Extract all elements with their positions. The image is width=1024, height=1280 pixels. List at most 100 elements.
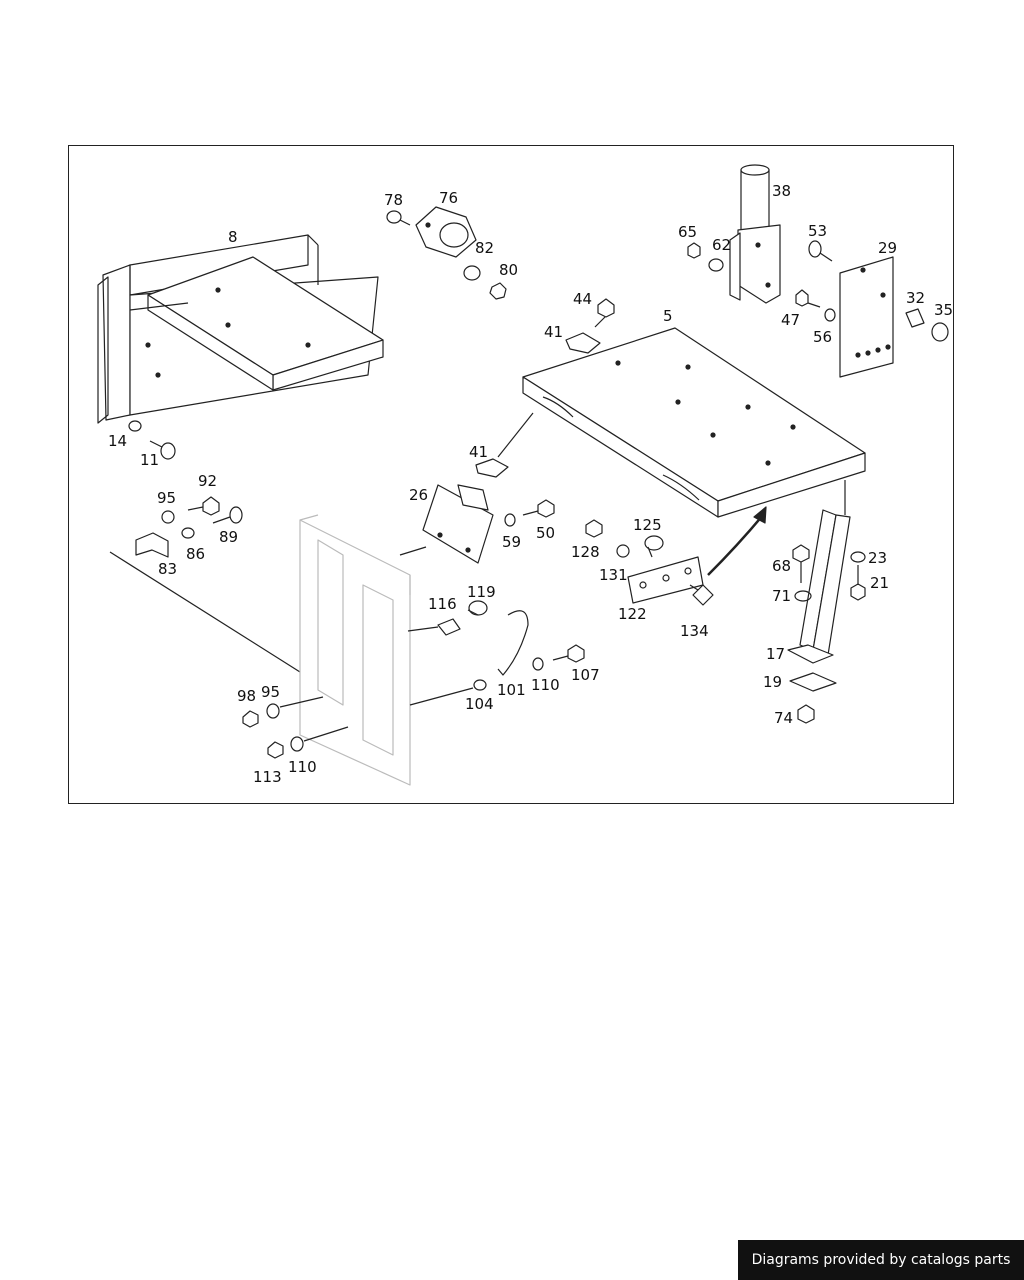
exploded-parts-diagram: 8 78 76 82 80 38 65 62 53 29 44 5 41 47 … xyxy=(97,164,953,786)
label-part-56: 56 xyxy=(813,328,832,346)
label-part-41-top: 41 xyxy=(544,323,563,341)
label-part-107: 107 xyxy=(571,666,600,684)
label-part-62: 62 xyxy=(712,236,731,254)
part-116-bracket xyxy=(437,618,461,636)
part-86-spacer xyxy=(181,527,195,539)
part-29-mounting-plate xyxy=(839,256,894,378)
part-23-washer xyxy=(850,551,866,563)
part-number-labels: 8 78 76 82 80 38 65 62 53 29 44 5 41 47 … xyxy=(108,182,953,786)
footer-credit: Diagrams provided by catalogs parts xyxy=(738,1240,1024,1280)
part-95-washer-upper xyxy=(161,510,175,524)
label-part-71: 71 xyxy=(772,587,791,605)
part-44-bolt xyxy=(594,298,615,328)
part-92-bolt xyxy=(187,496,220,516)
part-76-flange-bearing xyxy=(415,206,477,258)
part-17-support-leg xyxy=(787,480,851,664)
part-134-wing-nut xyxy=(689,584,714,606)
part-14-washer xyxy=(128,420,142,432)
label-part-119: 119 xyxy=(467,583,496,601)
part-38-tube-bracket xyxy=(729,164,781,304)
label-part-23: 23 xyxy=(868,549,887,567)
part-119-pin xyxy=(467,600,488,616)
part-110-washer-upper xyxy=(532,657,544,671)
label-part-78: 78 xyxy=(384,191,403,209)
label-part-113: 113 xyxy=(253,768,282,786)
label-part-128: 128 xyxy=(571,543,600,561)
label-part-17: 17 xyxy=(766,645,785,663)
label-part-122: 122 xyxy=(618,605,647,623)
part-68-bolt xyxy=(792,544,810,583)
part-101-latch xyxy=(497,610,529,676)
part-83-clip xyxy=(135,532,169,558)
part-41-clamp-top xyxy=(565,332,601,354)
part-62-washer xyxy=(708,258,724,272)
part-107-bolt xyxy=(552,644,585,663)
part-32-bushing xyxy=(905,308,925,328)
label-part-41-bottom: 41 xyxy=(469,443,488,461)
label-part-44: 44 xyxy=(573,290,592,308)
part-95-washer-lower xyxy=(266,703,280,719)
label-part-74: 74 xyxy=(774,709,793,727)
part-26-angle-bracket xyxy=(422,484,494,564)
label-part-35: 35 xyxy=(934,301,953,319)
part-47-bolt xyxy=(795,289,821,308)
label-part-47: 47 xyxy=(781,311,800,329)
part-5-table-top xyxy=(522,327,866,518)
label-part-38: 38 xyxy=(772,182,791,200)
part-41-clamp-bottom xyxy=(475,458,509,478)
label-part-59: 59 xyxy=(502,533,521,551)
label-part-50: 50 xyxy=(536,524,555,542)
label-part-86: 86 xyxy=(186,545,205,563)
label-part-104: 104 xyxy=(465,695,494,713)
part-19-plate xyxy=(789,672,837,692)
label-part-116: 116 xyxy=(428,595,457,613)
label-part-14: 14 xyxy=(108,432,127,450)
part-128-bolt xyxy=(585,519,603,538)
label-part-8: 8 xyxy=(228,228,238,246)
part-113-nut xyxy=(267,741,284,759)
part-80-nut xyxy=(489,282,507,300)
part-65-nut xyxy=(687,242,701,259)
label-part-5: 5 xyxy=(663,307,673,325)
arrow-indicator xyxy=(707,514,764,576)
label-part-68: 68 xyxy=(772,557,791,575)
part-59-washer xyxy=(504,513,516,527)
part-8-left-platform-bracket xyxy=(97,234,384,424)
part-110-washer-lower xyxy=(290,736,304,752)
part-82-washer xyxy=(463,265,481,281)
part-131-washer xyxy=(616,544,630,558)
label-part-26: 26 xyxy=(409,486,428,504)
part-71-washer xyxy=(794,590,812,602)
label-part-134: 134 xyxy=(680,622,709,640)
label-part-110-lower: 110 xyxy=(288,758,317,776)
label-part-19: 19 xyxy=(763,673,782,691)
label-part-83: 83 xyxy=(158,560,177,578)
label-part-92: 92 xyxy=(198,472,217,490)
faded-mounting-panel xyxy=(299,514,411,786)
label-part-76: 76 xyxy=(439,189,458,207)
label-part-32: 32 xyxy=(906,289,925,307)
part-89-bolt xyxy=(212,506,243,524)
part-125-pin xyxy=(644,535,664,558)
label-part-21: 21 xyxy=(870,574,889,592)
part-98-nut xyxy=(242,710,259,728)
part-56-washer xyxy=(824,308,836,322)
part-21-bolt xyxy=(850,565,866,601)
label-part-53: 53 xyxy=(808,222,827,240)
label-part-89: 89 xyxy=(219,528,238,546)
label-part-125: 125 xyxy=(633,516,662,534)
part-50-bolt xyxy=(522,499,555,518)
label-part-110-upper: 110 xyxy=(531,676,560,694)
part-78-bolt xyxy=(386,210,411,226)
part-122-strap xyxy=(627,556,704,604)
label-part-82: 82 xyxy=(475,239,494,257)
label-part-131: 131 xyxy=(599,566,628,584)
part-104-spacer xyxy=(473,679,487,691)
label-part-95-upper: 95 xyxy=(157,489,176,507)
part-11-bolt xyxy=(149,440,176,460)
label-part-11: 11 xyxy=(140,451,159,469)
label-part-65: 65 xyxy=(678,223,697,241)
part-35-washer xyxy=(931,322,949,342)
label-part-98: 98 xyxy=(237,687,256,705)
label-part-101: 101 xyxy=(497,681,526,699)
